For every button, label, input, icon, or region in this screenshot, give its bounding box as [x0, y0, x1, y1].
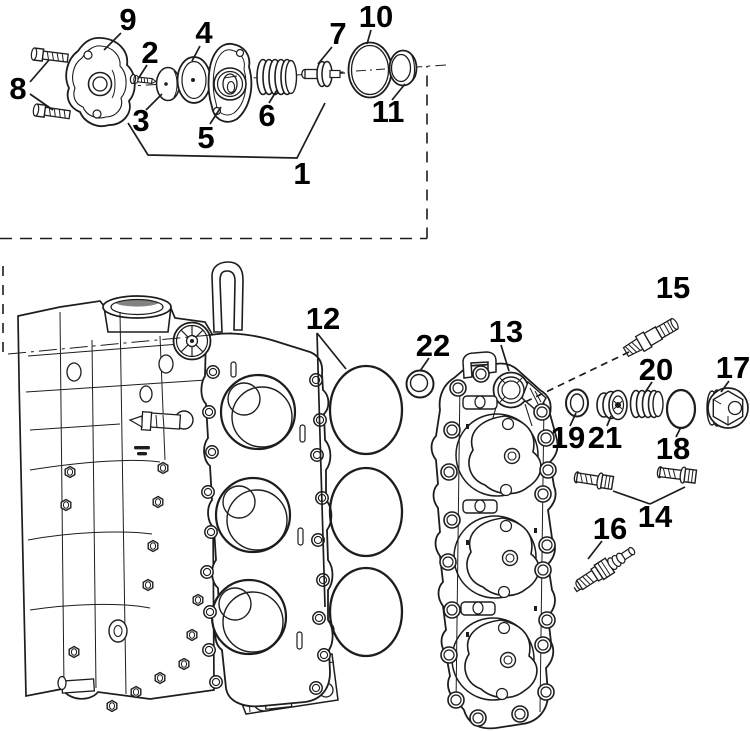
callout-16: 16: [593, 511, 627, 546]
callout-18: 18: [656, 431, 690, 466]
head-thermostat-pocket: [489, 371, 533, 429]
cover-o-ring-art: [347, 41, 393, 99]
combustion-chamber: [455, 413, 542, 497]
callout-20: 20: [639, 352, 673, 387]
cylinder-block-art: [17, 261, 339, 715]
relief-valve-art: [596, 389, 628, 421]
callout-3: 3: [132, 103, 149, 138]
dashed-border: [0, 66, 428, 352]
callout-22: 22: [416, 328, 450, 363]
callout-12: 12: [306, 301, 340, 336]
callout-6: 6: [258, 98, 275, 133]
block-tower: [102, 295, 172, 333]
callout-5: 5: [197, 120, 214, 155]
thermostat-seat: [172, 321, 212, 361]
cylinder-head-art: [430, 351, 559, 730]
callout-8: 8: [9, 71, 26, 106]
block-handle: [211, 261, 244, 333]
spring-20-art: [629, 389, 664, 419]
callout-7: 7: [329, 16, 346, 51]
spring-art: [256, 58, 298, 96]
callout-10: 10: [359, 0, 393, 34]
callout-4: 4: [195, 15, 213, 50]
block-fitting: [128, 410, 194, 432]
cylinder-bore: [210, 578, 288, 656]
leader-lines: [29, 29, 730, 608]
seal-art: [388, 49, 418, 87]
head-bolt-art: [572, 468, 615, 492]
head-gasket-rings-art: [328, 364, 404, 658]
plug-art: [706, 387, 749, 429]
screw-art: [129, 73, 157, 85]
centerline-block: [7, 332, 233, 355]
head-bolt-art: [655, 463, 698, 486]
callout-13: 13: [489, 314, 523, 349]
o-ring-19-art: [565, 388, 589, 418]
callout-19: 19: [551, 420, 585, 455]
callout-2: 2: [141, 35, 158, 70]
callout-15: 15: [656, 270, 690, 305]
assembly-bracket: [127, 102, 326, 159]
callout-17: 17: [716, 350, 750, 385]
thermostat-plate-art: [207, 42, 253, 123]
cylinder-bore: [214, 476, 292, 554]
callout-9: 9: [119, 2, 136, 37]
callout-21: 21: [588, 420, 622, 455]
callout-11: 11: [372, 94, 405, 129]
spark-plug-art: [573, 546, 636, 593]
cast-mark: [134, 446, 150, 456]
thermostat-cover-art: [65, 37, 136, 127]
callout-1: 1: [293, 156, 310, 191]
callout-14: 14: [638, 499, 673, 534]
diaphragm-art: [176, 56, 212, 104]
cover-bolt-art: [30, 47, 69, 63]
o-ring-22-art: [405, 369, 435, 399]
cylinder-bore: [219, 373, 297, 451]
head-bridge: [460, 395, 498, 616]
thermostat-valve-art: [301, 60, 346, 88]
combustion-chamber: [451, 617, 538, 701]
o-ring-18-art: [665, 388, 697, 430]
cover-bolt-art: [32, 103, 71, 120]
